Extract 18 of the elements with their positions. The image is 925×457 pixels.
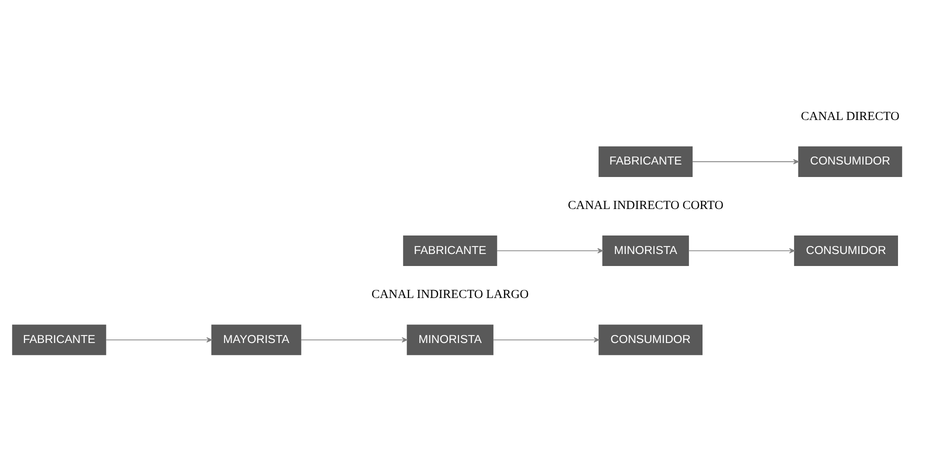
- arrow: [300, 337, 408, 342]
- arrow: [496, 248, 604, 254]
- arrow: [692, 159, 799, 164]
- label: CANAL INDIRECTO LARGO: [372, 287, 529, 302]
- arrow: [688, 248, 795, 254]
- node-box: MINORISTA: [406, 324, 494, 356]
- arrow: [106, 337, 212, 342]
- node-box: FABRICANTE: [598, 146, 693, 177]
- node-box: CONSUMIDOR: [798, 146, 902, 177]
- arrow: [492, 337, 600, 342]
- node-box: MAYORISTA: [211, 324, 302, 356]
- node-box: FABRICANTE: [403, 236, 498, 266]
- node-box: MINORISTA: [602, 236, 689, 266]
- node-box: CONSUMIDOR: [598, 324, 703, 356]
- node-box: CONSUMIDOR: [794, 236, 898, 266]
- node-box: FABRICANTE: [12, 324, 106, 356]
- label: CANAL DIRECTO: [800, 109, 900, 124]
- label: CANAL INDIRECTO CORTO: [568, 198, 724, 212]
